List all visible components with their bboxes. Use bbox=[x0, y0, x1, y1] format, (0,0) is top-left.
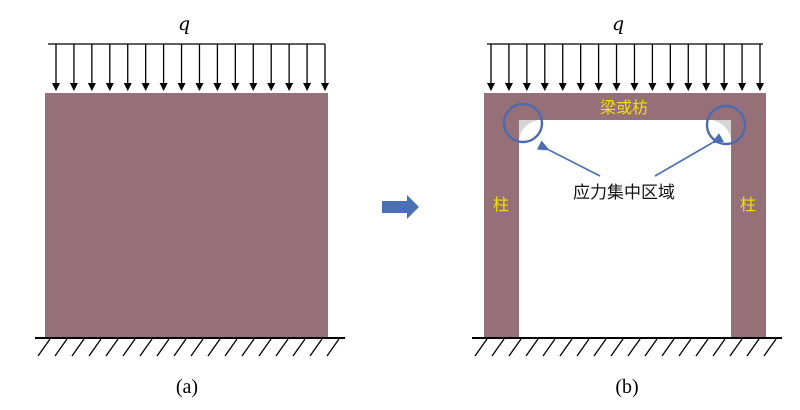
pointer-arrow-left bbox=[536, 140, 601, 177]
hatch-mark bbox=[661, 338, 675, 357]
hatch-mark bbox=[712, 338, 726, 357]
column-right-label: 柱 bbox=[740, 195, 756, 214]
hatch-mark bbox=[139, 338, 153, 357]
hatch-mark bbox=[173, 338, 187, 357]
hatch-mark bbox=[122, 338, 136, 357]
hatch-mark bbox=[763, 338, 777, 357]
hatch-mark bbox=[729, 338, 743, 357]
hatch-mark bbox=[644, 338, 658, 357]
hatch-mark bbox=[241, 338, 255, 357]
hatch-mark bbox=[576, 338, 590, 357]
pointer-arrow-right bbox=[654, 133, 725, 177]
column-left-label: 柱 bbox=[493, 195, 509, 214]
caption-a: (a) bbox=[176, 376, 198, 398]
figure-b: q 梁或枋 柱 柱 应力集中区域 (b) bbox=[472, 13, 782, 398]
hatch-mark bbox=[610, 338, 624, 357]
beam-label: 梁或枋 bbox=[600, 98, 648, 117]
hatch-mark bbox=[542, 338, 556, 357]
hatch-mark bbox=[695, 338, 709, 357]
hatch-mark bbox=[54, 338, 68, 357]
stress-circle-right bbox=[705, 104, 747, 146]
stress-region-label: 应力集中区域 bbox=[573, 183, 675, 203]
hatch-mark bbox=[190, 338, 204, 357]
stress-corner-right bbox=[712, 120, 731, 139]
load-arrows-b bbox=[487, 44, 764, 91]
load-arrows-a bbox=[52, 44, 329, 91]
hatch-mark bbox=[746, 338, 760, 357]
stress-corner-left bbox=[519, 120, 538, 139]
ground-b bbox=[472, 337, 782, 357]
stress-circle-left bbox=[502, 102, 544, 144]
hatch-mark bbox=[258, 338, 272, 357]
hatch-mark bbox=[627, 338, 641, 357]
hatch-mark bbox=[491, 338, 505, 357]
hatch-mark bbox=[678, 338, 692, 357]
ground-a bbox=[35, 337, 345, 357]
ground-hatch-a bbox=[37, 338, 340, 357]
hatch-mark bbox=[525, 338, 539, 357]
hatch-mark bbox=[292, 338, 306, 357]
distributed-load-b: q bbox=[487, 13, 764, 91]
transition-arrow-icon bbox=[382, 195, 419, 219]
hatch-mark bbox=[508, 338, 522, 357]
distributed-load-a: q bbox=[48, 13, 329, 91]
portal-frame bbox=[484, 93, 766, 337]
hatch-mark bbox=[88, 338, 102, 357]
hatch-mark bbox=[37, 338, 51, 357]
hatch-mark bbox=[593, 338, 607, 357]
hatch-mark bbox=[474, 338, 488, 357]
figure-a: q (a) bbox=[35, 13, 345, 398]
hatch-mark bbox=[326, 338, 340, 357]
solid-block bbox=[45, 93, 328, 337]
hatch-mark bbox=[559, 338, 573, 357]
hatch-mark bbox=[156, 338, 170, 357]
hatch-mark bbox=[224, 338, 238, 357]
load-label-b: q bbox=[612, 13, 624, 35]
hatch-mark bbox=[71, 338, 85, 357]
caption-b: (b) bbox=[615, 376, 638, 398]
hatch-mark bbox=[275, 338, 289, 357]
hatch-mark bbox=[309, 338, 323, 357]
load-label-a: q bbox=[178, 13, 190, 35]
hatch-mark bbox=[105, 338, 119, 357]
hatch-mark bbox=[207, 338, 221, 357]
ground-hatch-b bbox=[474, 338, 777, 357]
